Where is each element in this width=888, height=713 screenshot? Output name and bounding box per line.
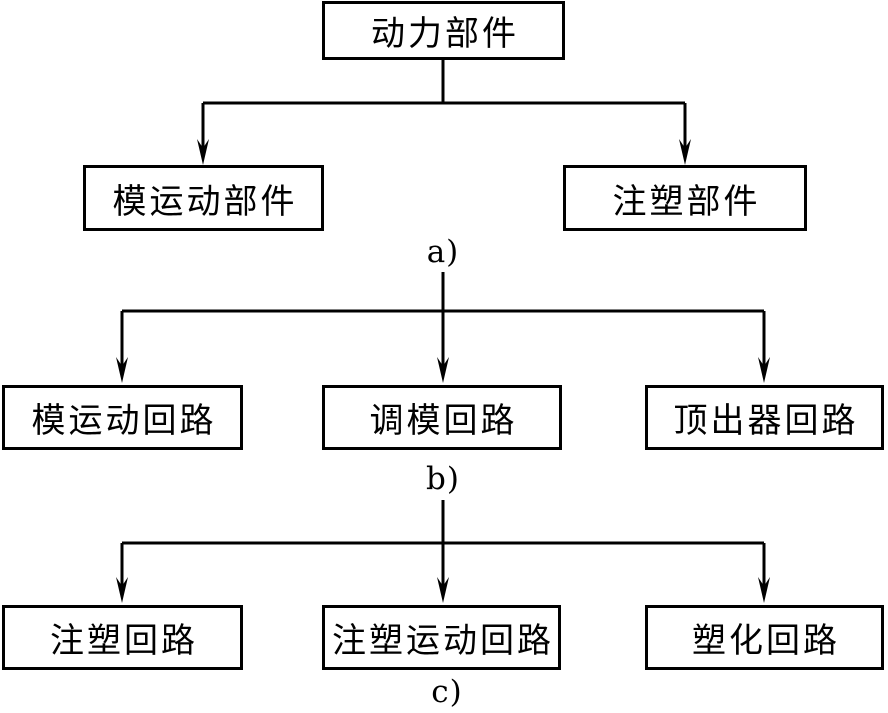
section-label-a: a) [426, 234, 460, 270]
node-mold-adjust-circuit: 调模回路 [322, 385, 562, 450]
arrow-down-icon [679, 139, 691, 165]
arrow-down-icon [758, 357, 770, 383]
node-mold-motion-components: 模运动部件 [83, 165, 324, 231]
node-ejector-circuit: 顶出器回路 [645, 385, 884, 450]
arrow-down-icon [116, 357, 128, 383]
arrow-down-icon [197, 139, 209, 165]
node-injection-circuit: 注塑回路 [2, 605, 243, 670]
node-power-components: 动力部件 [322, 1, 565, 60]
arrow-down-icon [116, 577, 128, 603]
node-injection-motion-circuit: 注塑运动回路 [322, 605, 561, 670]
arrow-down-icon [758, 577, 770, 603]
connector-line [120, 500, 766, 590]
connector-section-a [197, 60, 691, 165]
connector-line [201, 60, 687, 152]
connector-section-c [116, 500, 770, 603]
section-label-b: b) [426, 461, 460, 497]
connector-section-b [116, 272, 770, 383]
arrow-down-icon [437, 577, 449, 603]
node-injection-components: 注塑部件 [563, 165, 807, 231]
node-mold-motion-circuit: 模运动回路 [2, 385, 243, 450]
connector-line [120, 272, 766, 370]
node-plasticizing-circuit: 塑化回路 [645, 605, 884, 670]
arrow-down-icon [437, 357, 449, 383]
section-label-c: c) [431, 674, 463, 710]
